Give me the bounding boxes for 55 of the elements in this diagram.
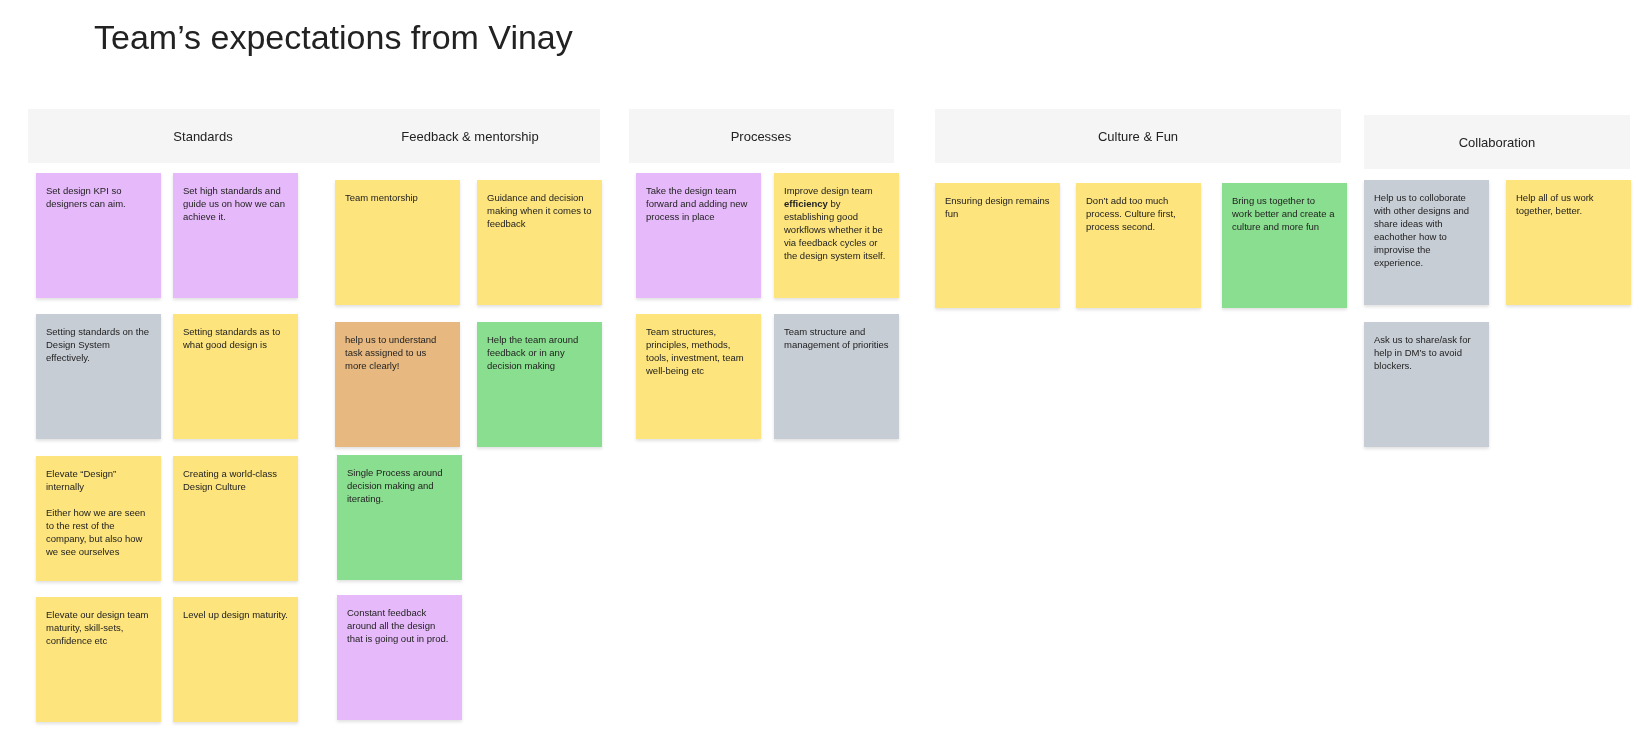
- sticky-note: [477, 180, 602, 305]
- column-heading: Collaboration: [1458, 134, 1536, 150]
- note-text: Team structures, principles, methods, tools, investment, team well-being etc: [646, 325, 745, 377]
- sticky-note: [1076, 183, 1201, 308]
- page-title: Team’s expectations from Vinay: [94, 18, 573, 57]
- sticky-note: [1506, 180, 1631, 305]
- column-heading: Processes: [730, 128, 792, 144]
- note-text: Setting standards on the Design System effectively.: [46, 325, 150, 364]
- note-text: Creating a world-class Design Culture: [183, 467, 278, 493]
- note-text: Elevate our design team maturity, skill-sets, confidence etc: [46, 608, 150, 647]
- note-text: Bring us together to work better and create a culture and more fun: [1232, 194, 1336, 233]
- sticky-note: [335, 180, 460, 305]
- note-text: Level up design maturity.: [183, 608, 288, 621]
- sticky-note: [335, 322, 460, 447]
- note-text: Improve design team efficiency by establishing good workflows whether it be via feedback cycles or the design system itself.: [784, 184, 887, 262]
- sticky-note: [774, 314, 899, 439]
- column-heading: Standards: [173, 128, 233, 144]
- note-text: Ask us to share/ask for help in DM’s to avoid blockers.: [1374, 333, 1472, 372]
- note-text: Constant feedback around all the design that is going out in prod.: [347, 606, 450, 645]
- sticky-note: [173, 597, 298, 722]
- note-text: Help us to colloborate with other designs and share ideas with eachother how to improvise the experience.: [1374, 191, 1471, 269]
- sticky-note: [337, 455, 462, 580]
- note-text: Ensuring design remains fun: [945, 194, 1050, 220]
- sticky-note: [1364, 180, 1489, 305]
- note-text: Either how we are seen to the rest of the company, but also how we see ourselves: [46, 506, 147, 558]
- sticky-note: [1222, 183, 1347, 308]
- sticky-note: [173, 456, 298, 581]
- sticky-note: [774, 173, 899, 298]
- sticky-note: [636, 173, 761, 298]
- note-text: Guidance and decision making when it comes to feedback: [487, 191, 592, 230]
- sticky-note: [36, 597, 161, 722]
- note-text: Help the team around feedback or in any decision making: [487, 333, 580, 372]
- note-text: Don’t add too much process. Culture first, process second.: [1086, 194, 1177, 233]
- note-text: Set design KPI so designers can aim.: [46, 184, 127, 210]
- note-text: help us to understand task assigned to us more clearly!: [345, 333, 438, 372]
- sticky-note: [36, 456, 161, 581]
- note-text: Setting standards as to what good design is: [183, 325, 282, 351]
- sticky-note: [173, 314, 298, 439]
- note-text: Set high standards and guide us on how we can achieve it.: [183, 184, 286, 223]
- note-text: Team mentorship: [345, 191, 419, 204]
- note-text: Help all of us work together, better.: [1516, 191, 1595, 217]
- sticky-note: [36, 314, 161, 439]
- sticky-note: [337, 595, 462, 720]
- note-text: Team structure and management of priorities: [784, 325, 889, 351]
- sticky-note: [1364, 322, 1489, 447]
- sticky-note: [636, 314, 761, 439]
- note-text: Single Process around decision making and iterating.: [347, 466, 444, 505]
- column-heading: Culture & Fun: [1097, 128, 1179, 144]
- note-text: Elevate “Design” internally: [46, 467, 118, 493]
- column-heading: Feedback & mentorship: [401, 128, 539, 144]
- note-text: Take the design team forward and adding new process in place: [646, 184, 749, 223]
- sticky-note: [477, 322, 602, 447]
- sticky-note: [173, 173, 298, 298]
- sticky-note: [36, 173, 161, 298]
- sticky-note: [935, 183, 1060, 308]
